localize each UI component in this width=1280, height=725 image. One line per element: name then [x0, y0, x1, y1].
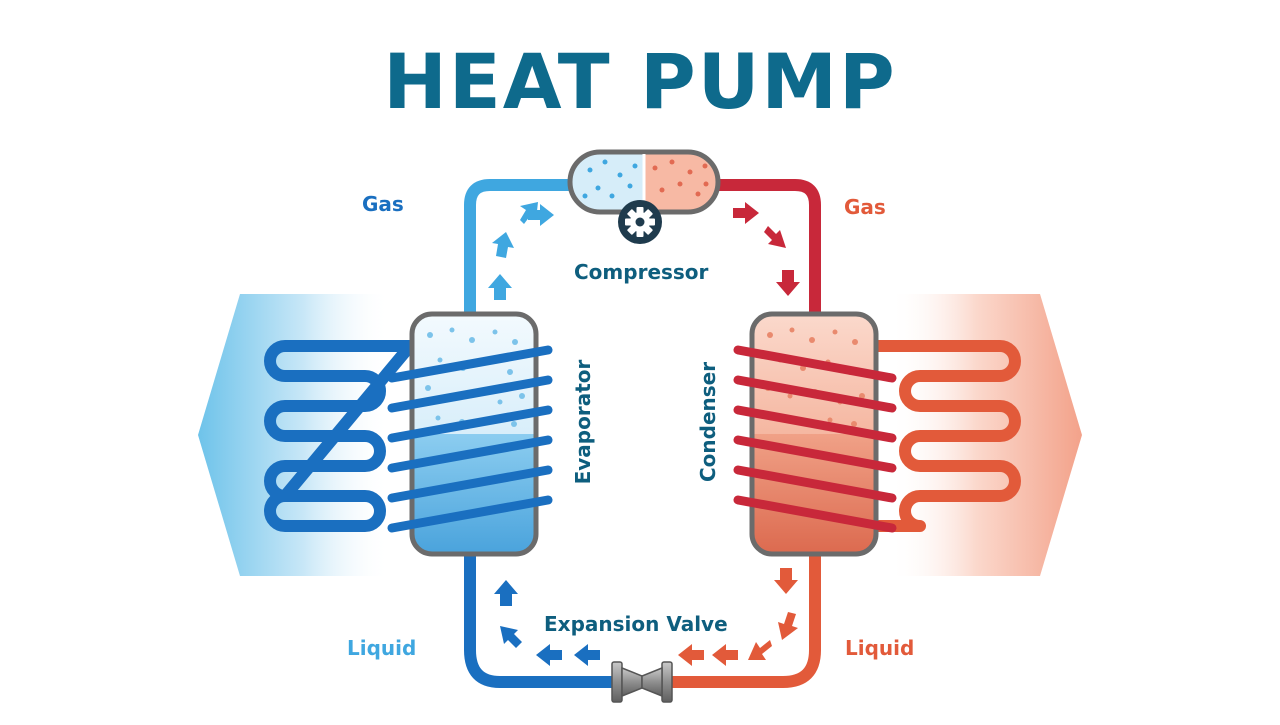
hot-coil-outer	[872, 340, 1021, 532]
gas-label-left: Gas	[362, 192, 404, 216]
arrow-icon	[528, 204, 554, 226]
gas-label-right: Gas	[844, 195, 886, 219]
flow-arrows-hot	[733, 202, 800, 296]
gas-pipe-right	[706, 179, 821, 321]
arrow-icon	[733, 202, 759, 224]
arrow-icon	[488, 274, 512, 300]
arrow-icon	[748, 640, 772, 660]
evaporator-label: Evaporator	[571, 359, 595, 485]
flow-arrows-cold	[488, 202, 554, 300]
compressor-label: Compressor	[574, 260, 709, 284]
arrow-icon	[500, 626, 522, 648]
gas-pipe-left	[464, 179, 581, 321]
arrow-icon	[774, 568, 798, 594]
flow-arrows-cold-liquid	[494, 580, 600, 666]
arrow-icon	[778, 612, 798, 640]
condenser-coils	[733, 345, 897, 533]
evaporator-coils	[387, 345, 553, 533]
arrow-icon	[494, 580, 518, 606]
expansion-valve-icon	[611, 661, 673, 703]
liquid-pipe-left	[464, 547, 624, 688]
liquid-label-right: Liquid	[845, 636, 915, 660]
arrow-icon	[536, 644, 562, 666]
arrow-icon	[574, 644, 600, 666]
flow-arrows-hot-liquid	[678, 568, 798, 666]
arrow-icon	[678, 644, 704, 666]
cold-coil-outer	[264, 340, 416, 532]
arrow-icon	[712, 644, 738, 666]
arrow-icon	[492, 232, 514, 258]
gear-icon	[618, 200, 662, 244]
page-title: HEAT PUMP	[383, 37, 897, 126]
arrow-icon	[776, 270, 800, 296]
compressor-unit	[567, 149, 721, 215]
liquid-label-left: Liquid	[347, 636, 417, 660]
expansion-valve-label: Expansion Valve	[544, 612, 728, 636]
liquid-pipe-right	[654, 547, 821, 688]
arrow-icon	[764, 226, 786, 248]
condenser-label: Condenser	[696, 361, 720, 482]
